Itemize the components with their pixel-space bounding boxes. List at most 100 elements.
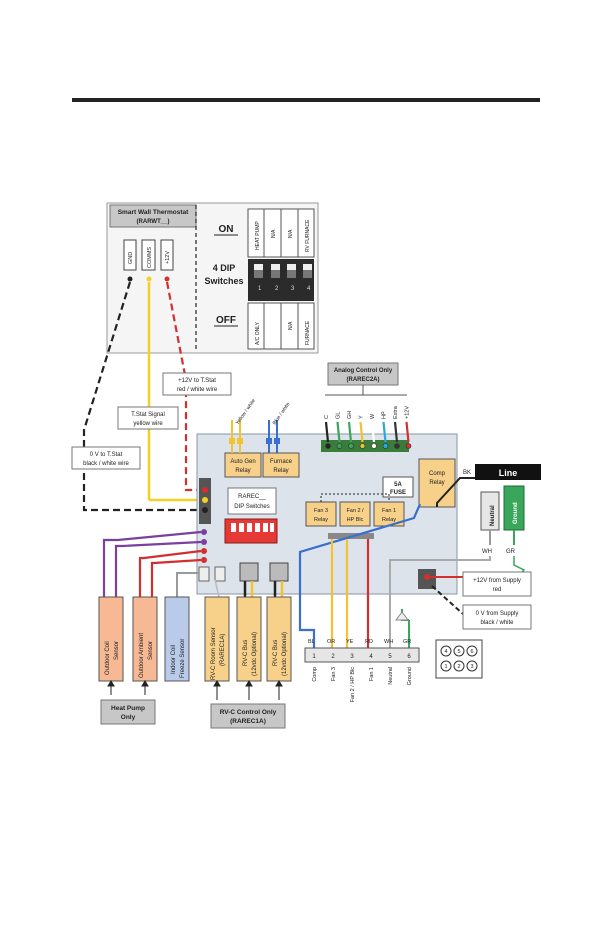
- analog-pin-wire: [370, 421, 376, 443]
- sensor-indoor-coil-2: Freeze Sensor: [180, 639, 186, 678]
- keypad-key: [466, 660, 478, 672]
- dip-label-1: 4 DIP: [213, 263, 236, 273]
- board-dip-1: RAREC__: [238, 494, 266, 500]
- dip-off-label: OFF: [216, 315, 236, 326]
- relay-comp-2: Relay: [429, 480, 444, 486]
- terminal-wire-color: WH: [384, 639, 393, 645]
- analog-control: Analog Control Only (RAREC2A): [325, 362, 407, 396]
- heat-pump-label-1: Heat Pump: [111, 705, 145, 712]
- relay-fan1-1: Fan 1: [382, 508, 396, 514]
- analog-pin-label: C: [324, 415, 330, 419]
- terminal-name: Ground: [407, 667, 413, 685]
- output-wires: [298, 503, 422, 648]
- relay-fan3-2: Relay: [314, 517, 328, 523]
- analog-pin-wire: [324, 421, 330, 443]
- terminal-wire-color: BL: [308, 639, 315, 645]
- keypad-key: [440, 660, 452, 672]
- dip-num-1: 1: [258, 286, 262, 292]
- analog-pin-dot: [348, 443, 354, 449]
- analog-pin-dot: [359, 443, 366, 449]
- terminal-name: Fan 3: [331, 667, 337, 681]
- relay-fan2-1: Fan 2 /: [346, 508, 364, 514]
- dip-bottom-1: A/C ONLY: [255, 321, 261, 345]
- terminal-comms: COMMS: [147, 247, 153, 268]
- ground-label: Ground: [513, 502, 519, 524]
- analog-pin-dot: [336, 443, 343, 449]
- bottom-arrows: [107, 680, 283, 700]
- mains-section: BK Line Neutral Ground WH GR: [389, 464, 541, 648]
- relay-fan2-2: HP Blc: [347, 517, 364, 523]
- terminal-wire-color: OR: [327, 639, 335, 645]
- sensor-boxes: Outdoor Coil Sensor Outdoor Ambient Sens…: [98, 596, 292, 682]
- dip-top-2: N/A: [271, 229, 277, 238]
- fuse-1: 5A: [394, 482, 402, 488]
- terminal-name: Fan 1: [369, 667, 375, 681]
- keypad-key: [453, 660, 465, 672]
- label-zero-2: black / white wire: [83, 461, 129, 467]
- sensor-room-1: RV-C Room Sensor: [211, 627, 217, 680]
- analog-pin-label: W: [370, 413, 376, 419]
- rvc-bus-1-line-1: RV-C Bus: [243, 640, 249, 666]
- wh-tag: WH: [482, 549, 492, 555]
- lead-yellow-white: Yellow / white: [235, 398, 257, 426]
- wire-labels: +12V to T.Stat red / white wire T.Stat S…: [71, 372, 232, 470]
- dip-num-3: 3: [291, 286, 295, 292]
- label-signal-1: T.Stat Signal: [131, 412, 165, 418]
- supply-zero-1: 0 V from Supply: [476, 611, 519, 617]
- dip-bottom-4: FURNACE: [305, 320, 311, 345]
- analog-pin-wire: [393, 421, 399, 443]
- terminal-wire-color: RD: [365, 639, 373, 645]
- control-board: Auto Gen Relay Furnace Relay RAREC__ DIP…: [196, 433, 458, 595]
- dip-num-2: 2: [275, 286, 279, 292]
- analog-pin-wire: [405, 421, 410, 443]
- relay-furnace-1: Furnace: [270, 459, 293, 465]
- bottom-labels: Heat Pump Only RV-C Control Only (RAREC1…: [100, 699, 286, 729]
- analog-pin-wire: [336, 421, 341, 443]
- sensor-wires: [102, 530, 284, 598]
- label-plus12-1: +12V to T.Stat: [178, 378, 216, 384]
- dip-top-4: RV FURNACE: [305, 219, 311, 252]
- thermostat-title: Smart Wall Thermostat: [118, 209, 189, 216]
- thermostat-wires: [82, 281, 200, 512]
- sensor-indoor-coil-1: Indoor Coil: [171, 645, 177, 674]
- terminal-12v: +12V: [165, 251, 171, 264]
- analog-pin-wire: [359, 421, 364, 443]
- terminal-comms-dot: [146, 276, 152, 282]
- sensor-room-2: (RAREC1A): [220, 634, 226, 666]
- analog-pin-label: GH: [347, 411, 353, 419]
- terminal-name: Comp: [312, 667, 318, 682]
- analog-pin-dot: [382, 443, 389, 449]
- dip-bottom-3: N/A: [288, 321, 294, 330]
- analog-pin-label: Y: [359, 415, 365, 419]
- relay-auto-gen-2: Relay: [235, 468, 250, 474]
- dip-top-3: N/A: [288, 229, 294, 238]
- keypad-key-label: 5: [457, 649, 460, 655]
- terminal-gnd-dot: [127, 276, 133, 282]
- keypad-key: [440, 645, 452, 657]
- sensor-outdoor-ambient-1: Outdoor Ambient: [139, 633, 145, 678]
- rvc-bus-2-line-2: (12vdc Optional): [282, 632, 288, 676]
- supply-plus-2: red: [493, 587, 502, 593]
- terminal-wire-color: GR: [403, 639, 411, 645]
- keypad-key-label: 3: [470, 664, 473, 670]
- lead-blue-white: Blue / white: [272, 401, 292, 426]
- analog-pin-dot: [394, 443, 400, 449]
- terminal-name: Neutral: [388, 667, 394, 685]
- fuse-2: FUSE: [390, 490, 406, 496]
- analog-title-1: Analog Control Only: [334, 368, 393, 374]
- dip-label-2: Switches: [204, 276, 243, 286]
- sensor-outdoor-coil-1: Outdoor Coil: [105, 641, 111, 675]
- relay-furnace-2: Relay: [273, 468, 288, 474]
- keypad-key-label: 1: [444, 664, 447, 670]
- analog-pin-wire: [382, 421, 387, 443]
- terminal-number: 3: [350, 654, 354, 660]
- heat-pump-label-2: Only: [121, 714, 136, 721]
- label-plus12-2: red / white wire: [177, 387, 218, 393]
- analog-pin-wire: [347, 421, 353, 443]
- analog-pin-label: +12V: [405, 406, 411, 419]
- terminal-12v-dot: [164, 276, 170, 282]
- terminal-name: Fan 2 / HP Blc: [350, 667, 356, 703]
